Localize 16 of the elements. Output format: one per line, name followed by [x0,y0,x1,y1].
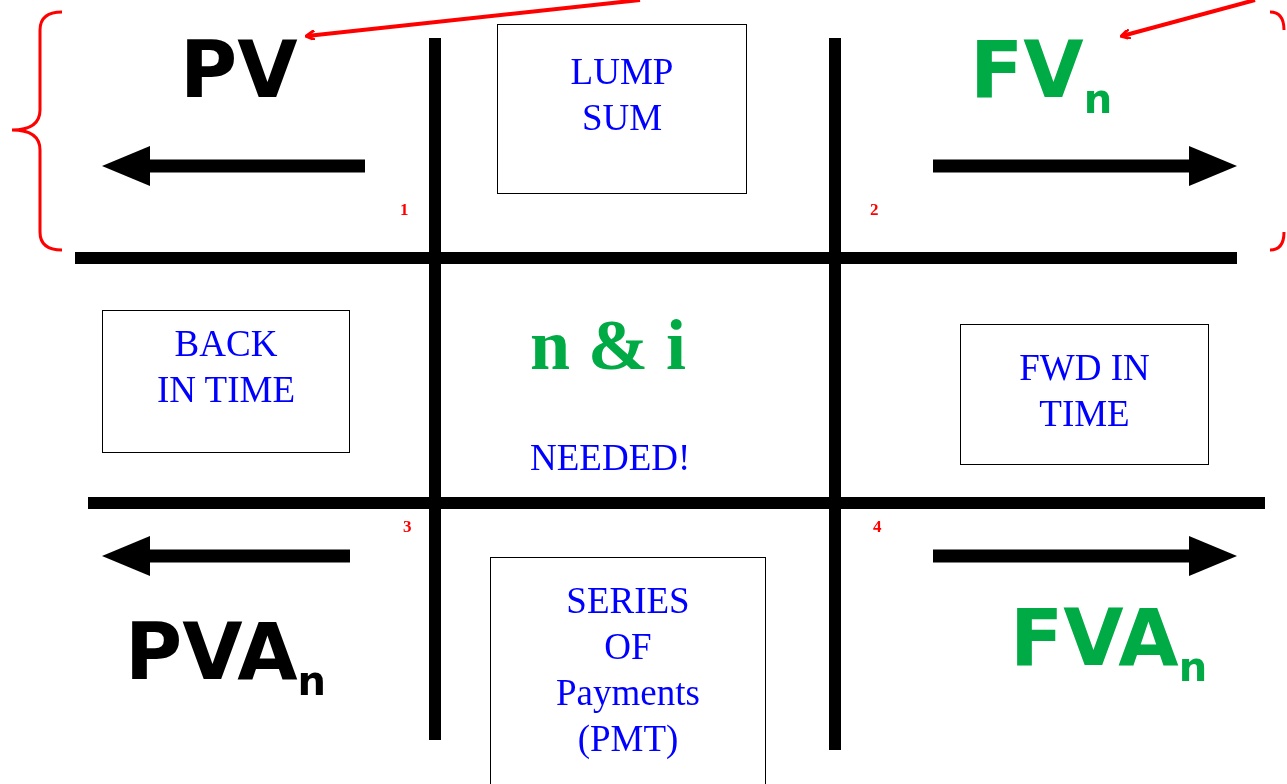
formula-label: PV [180,30,305,110]
term-box: FWD IN TIME [960,324,1209,465]
requirement-label: n & i [530,305,687,385]
formula-label: PVA$_{n}$ [125,612,327,706]
term-box: SERIES OF Payments (PMT) [490,557,766,784]
requirement-label: NEEDED! [530,437,691,479]
arrow [1119,0,1256,41]
term-box: LUMP SUM [497,24,747,194]
quadrant-number: 1 [400,201,409,219]
formula-label: FVA$_{n}$ [1010,598,1208,692]
quadrant-number: 3 [403,518,412,536]
term-box: BACK IN TIME [102,310,350,453]
quadrant-number: 2 [870,201,879,219]
formula-label: FV$_{n}$ [970,30,1120,139]
arrow [304,0,641,42]
quadrant-number: 4 [873,518,882,536]
